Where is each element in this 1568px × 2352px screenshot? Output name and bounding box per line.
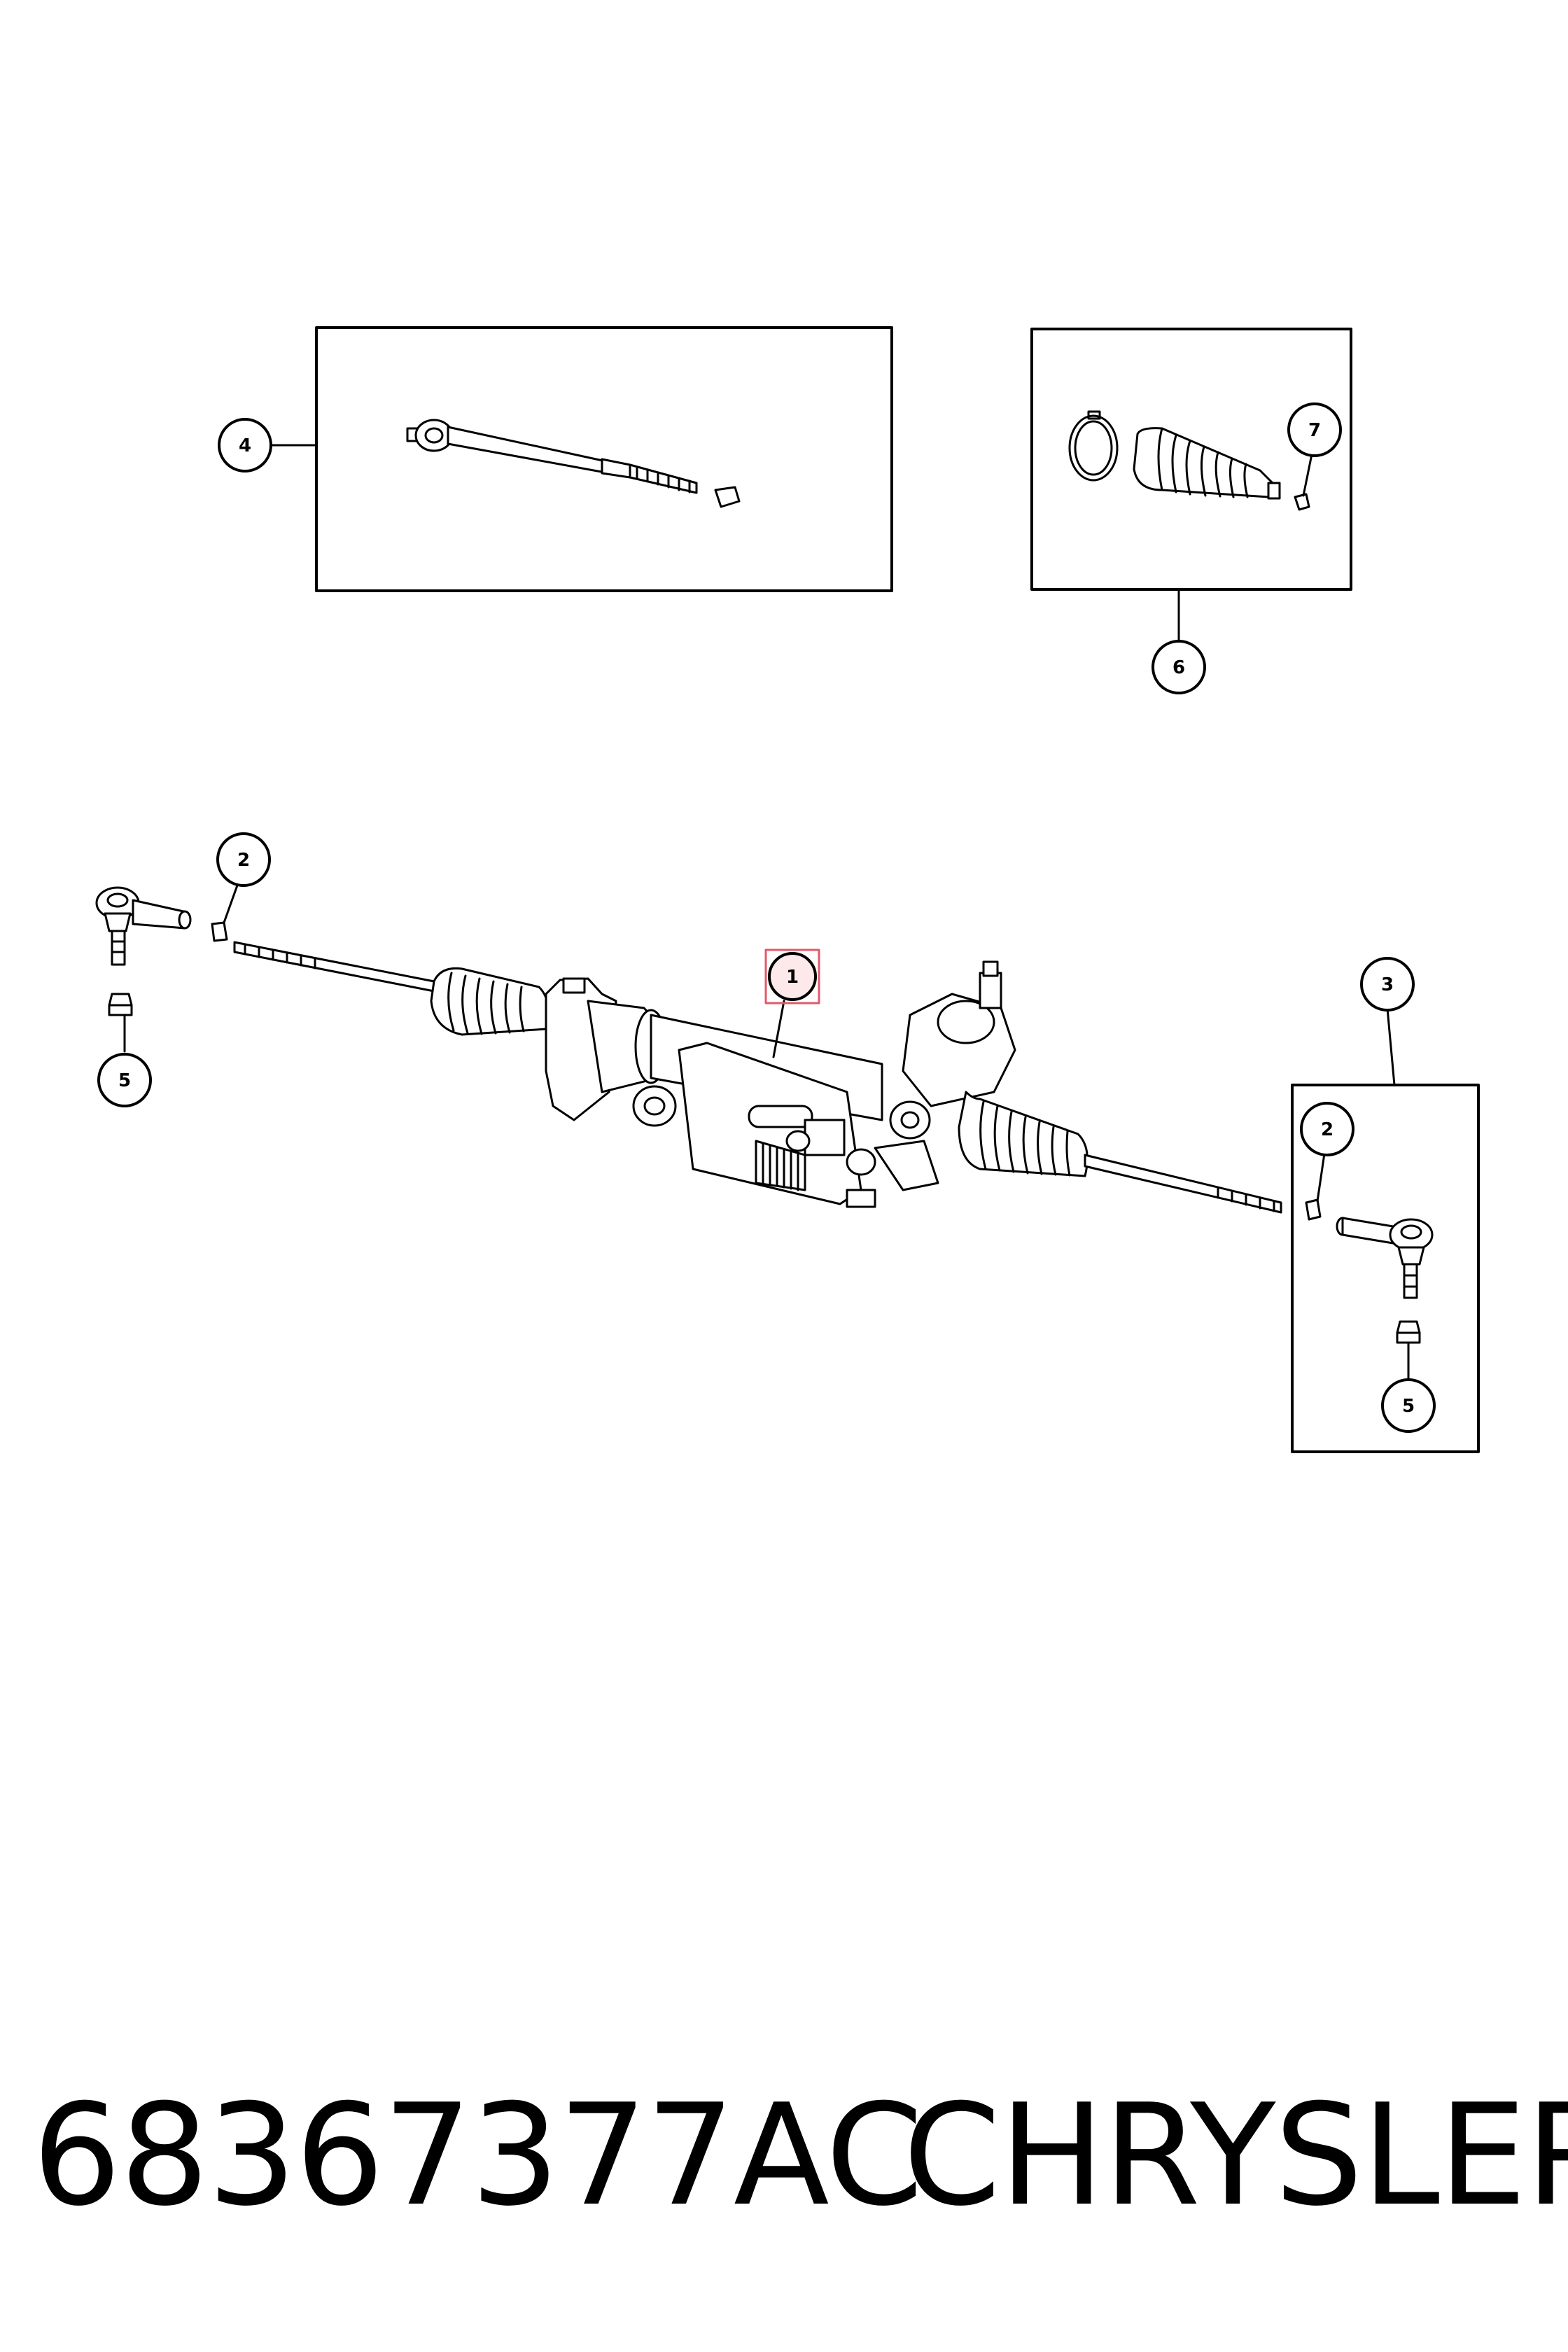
svg-text:2: 2 [1321, 1119, 1334, 1140]
callout-2-left[interactable]: 2 [216, 832, 271, 887]
svg-text:2: 2 [237, 850, 250, 871]
highlight-marker [764, 948, 820, 1004]
svg-text:1: 1 [786, 967, 799, 988]
boot-kit-drawing [1068, 410, 1310, 511]
inner-tie-rod-drawing [406, 419, 741, 508]
callout-5-right[interactable]: 5 [1381, 1378, 1436, 1433]
svg-text:7: 7 [1308, 420, 1321, 441]
callout-4[interactable]: 4 [218, 418, 272, 472]
svg-text:3: 3 [1381, 974, 1394, 995]
footer: 68367377AC CHRYSLER [0, 2072, 1568, 2240]
leader-1 [772, 1000, 785, 1058]
svg-text:5: 5 [118, 1070, 131, 1091]
right-tie-rod-end-box [1291, 1084, 1480, 1453]
callout-1-highlighted[interactable]: 1 [764, 948, 820, 1004]
boot-kit-box [1030, 328, 1352, 591]
callout-6[interactable]: 6 [1152, 640, 1206, 694]
inner-tie-rod-box [315, 326, 893, 592]
brand-name: CHRYSLER [903, 2074, 1568, 2237]
steering-rack-drawing [233, 941, 1282, 1214]
callout-7[interactable]: 7 [1287, 402, 1342, 457]
svg-text:5: 5 [1402, 1396, 1415, 1417]
leader-2b [1316, 1152, 1326, 1203]
callout-3[interactable]: 3 [1360, 957, 1415, 1011]
callout-2-right[interactable]: 2 [1300, 1102, 1354, 1156]
left-outer-tie-rod-end-drawing [95, 886, 228, 1016]
leader-2a [223, 882, 239, 924]
leader-7 [1302, 449, 1314, 497]
leader-3 [1386, 1007, 1396, 1086]
callout-5-left[interactable]: 5 [97, 1053, 152, 1107]
svg-text:4: 4 [239, 435, 251, 456]
right-outer-tie-rod-end-drawing [1305, 1198, 1434, 1344]
svg-text:6: 6 [1172, 657, 1185, 678]
part-number: 68367377AC [32, 2074, 923, 2237]
